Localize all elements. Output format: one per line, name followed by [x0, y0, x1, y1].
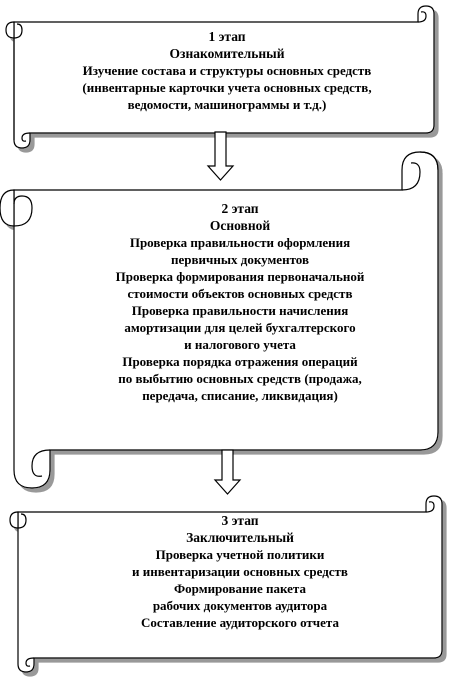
- stage2-line: передача, списание, ликвидация): [142, 388, 338, 403]
- stage1-line: ведомости, машинограммы и т.д.): [127, 97, 327, 112]
- arrow-stage1-to-stage2: [206, 131, 235, 181]
- stage3-line: Проверка учетной политики: [155, 547, 325, 562]
- stage2-scroll: [0, 151, 439, 489]
- stage2-title: 2 этап: [221, 201, 259, 216]
- stage1-text: 1 этап Ознакомительный Изучение состава …: [22, 28, 432, 113]
- stage2-line: первичных документов: [171, 252, 309, 267]
- stage2-line: Проверка формирования первоначальной: [115, 269, 365, 284]
- stage3-name: Заключительный: [186, 530, 294, 545]
- stage2-line: Проверка правильности оформления: [129, 235, 351, 250]
- stage3-title: 3 этап: [221, 513, 259, 528]
- stage3-text: 3 этап Заключительный Проверка учетной п…: [40, 512, 440, 631]
- stage1-line: (инвентарные карточки учета основных сре…: [82, 80, 372, 95]
- stage1-name: Ознакомительный: [169, 46, 285, 61]
- stage1-scroll: [5, 5, 435, 149]
- stage3-line: Формирование пакета: [174, 581, 306, 596]
- stage2-line: по выбытию основных средств (продажа,: [118, 371, 362, 386]
- stage3-line: и инвентаризации основных средств: [132, 564, 348, 579]
- stage2-text: 2 этап Основной Проверка правильности оф…: [60, 200, 420, 404]
- arrow-stage2-to-stage3: [213, 449, 242, 495]
- stage2-line: стоимости объектов основных средств: [127, 286, 353, 301]
- stage3-scroll: [9, 495, 443, 673]
- stage3-line: рабочих документов аудитора: [152, 598, 328, 613]
- stage1-title: 1 этап: [208, 29, 246, 44]
- stage1-line: Изучение состава и структуры основных ср…: [82, 63, 372, 78]
- stage2-line: Проверка порядка отражения операций: [122, 354, 358, 369]
- stage2-line: и налогового учета: [184, 337, 296, 352]
- stage2-line: Проверка правильности начисления: [131, 303, 349, 318]
- stage2-line: амортизации для целей бухгалтерского: [124, 320, 356, 335]
- stage2-name: Основной: [209, 218, 271, 233]
- stage3-line: Составление аудиторского отчета: [141, 615, 339, 630]
